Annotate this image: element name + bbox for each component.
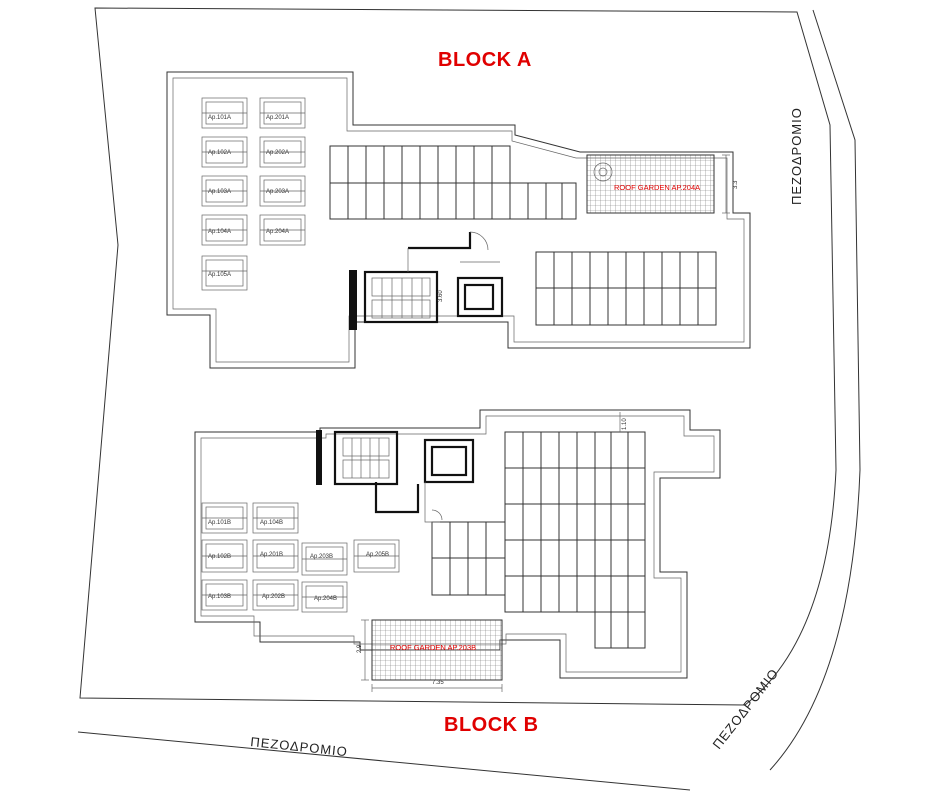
svg-text:Ap.203B: Ap.203B: [310, 554, 333, 560]
road-edge-bottom: [77, 731, 691, 791]
block-b-solar-array-main: 1.10: [504, 412, 646, 649]
block-a-solar-array-2: [535, 251, 717, 326]
ac-unit: Ap.102A: [201, 136, 248, 168]
block-a-roof-garden: ROOF GARDEN AP.204A 3.3: [586, 154, 739, 214]
ac-unit: Ap.101A: [201, 97, 248, 129]
svg-text:Ap.201A: Ap.201A: [266, 115, 289, 121]
ac-unit: Ap.204A: [259, 214, 306, 246]
svg-text:Ap.203A: Ap.203A: [266, 189, 289, 195]
svg-text:Ap.105A: Ap.105A: [208, 272, 231, 278]
block-b-ac-units: Ap.101B Ap.104B Ap.102B Ap.201B Ap.203B …: [201, 502, 400, 613]
svg-text:Ap.101A: Ap.101A: [208, 115, 231, 121]
svg-text:Ap.103A: Ap.103A: [208, 189, 231, 195]
ac-unit: Ap.103B: [201, 579, 248, 611]
ac-unit: Ap.202A: [259, 136, 306, 168]
block-b-garden-width-dim: 7.35: [432, 680, 444, 686]
block-a-stair-core: 3.60: [349, 231, 504, 330]
svg-text:Ap.205B: Ap.205B: [366, 552, 389, 558]
block-a-roof: ROOF GARDEN AP.204A 3.3 3.60 Ap.101A: [166, 71, 751, 369]
street-label-bottom: ΠΕΖΟΔΡΟΜΙΟ: [250, 734, 349, 759]
block-a-ac-units: Ap.101A Ap.201A Ap.102A Ap.202A Ap.103A …: [201, 97, 306, 291]
ac-unit: Ap.103A: [201, 175, 248, 207]
block-b-roof-garden: ROOF GARDEN AP.203B 2.9 7.35: [357, 619, 503, 692]
svg-text:Ap.101B: Ap.101B: [208, 520, 231, 526]
block-b-garden-height-dim: 2.9: [357, 644, 363, 653]
block-b-roof: 1.10 ROOF GARDEN AP.203B: [194, 409, 721, 692]
ac-unit: Ap.202B: [252, 579, 299, 611]
svg-text:Ap.103B: Ap.103B: [208, 594, 231, 600]
ac-unit: Ap.203B: [301, 542, 348, 576]
ac-unit: Ap.203A: [259, 175, 306, 207]
svg-text:Ap.202B: Ap.202B: [262, 594, 285, 600]
block-b-solar-array-small: [431, 521, 506, 596]
block-b-roof-garden-label: ROOF GARDEN AP.203B: [390, 643, 476, 652]
svg-text:Ap.104B: Ap.104B: [260, 520, 283, 526]
ac-unit: Ap.102B: [201, 539, 248, 573]
svg-text:Ap.201B: Ap.201B: [260, 552, 283, 558]
ac-unit: Ap.201B: [252, 539, 299, 573]
ac-unit: Ap.204B: [301, 581, 348, 613]
block-a-parapet: [172, 77, 745, 363]
svg-text:Ap.204A: Ap.204A: [266, 229, 289, 235]
block-b-core-width-dim: 1.10: [622, 418, 628, 430]
block-a-outline: [166, 71, 751, 369]
ac-unit: Ap.101B: [201, 502, 248, 534]
ac-unit: Ap.104A: [201, 214, 248, 246]
svg-text:Ap.102B: Ap.102B: [208, 554, 231, 560]
block-a-roof-garden-label: ROOF GARDEN AP.204A: [614, 183, 700, 192]
street-label-right-top: ΠΕΖΟΔΡΟΜΙΟ: [789, 107, 804, 205]
block-a-garden-height-dim: 3.3: [733, 180, 739, 189]
svg-text:Ap.102A: Ap.102A: [208, 150, 231, 156]
street-label-right-bottom: ΠΕΖΟΔΡΟΜΙΟ: [710, 665, 782, 751]
block-a-solar-array-1: [329, 145, 577, 220]
block-a-stair-dim: 3.60: [438, 290, 444, 302]
site-boundary: [79, 7, 837, 706]
road-edge-right: [769, 9, 861, 771]
svg-text:Ap.104A: Ap.104A: [208, 229, 231, 235]
ac-unit: Ap.105A: [201, 255, 248, 291]
block-b-outline: [194, 409, 721, 679]
ac-unit: Ap.201A: [259, 97, 306, 129]
ac-unit: Ap.205B: [353, 539, 400, 573]
svg-text:Ap.204B: Ap.204B: [314, 596, 337, 602]
block-a-title: BLOCK A: [438, 49, 532, 71]
ac-unit: Ap.104B: [252, 502, 299, 534]
svg-text:Ap.202A: Ap.202A: [266, 150, 289, 156]
block-b-stair-core: [316, 430, 475, 523]
block-b-title: BLOCK B: [444, 714, 539, 736]
block-b-parapet: [200, 415, 715, 673]
